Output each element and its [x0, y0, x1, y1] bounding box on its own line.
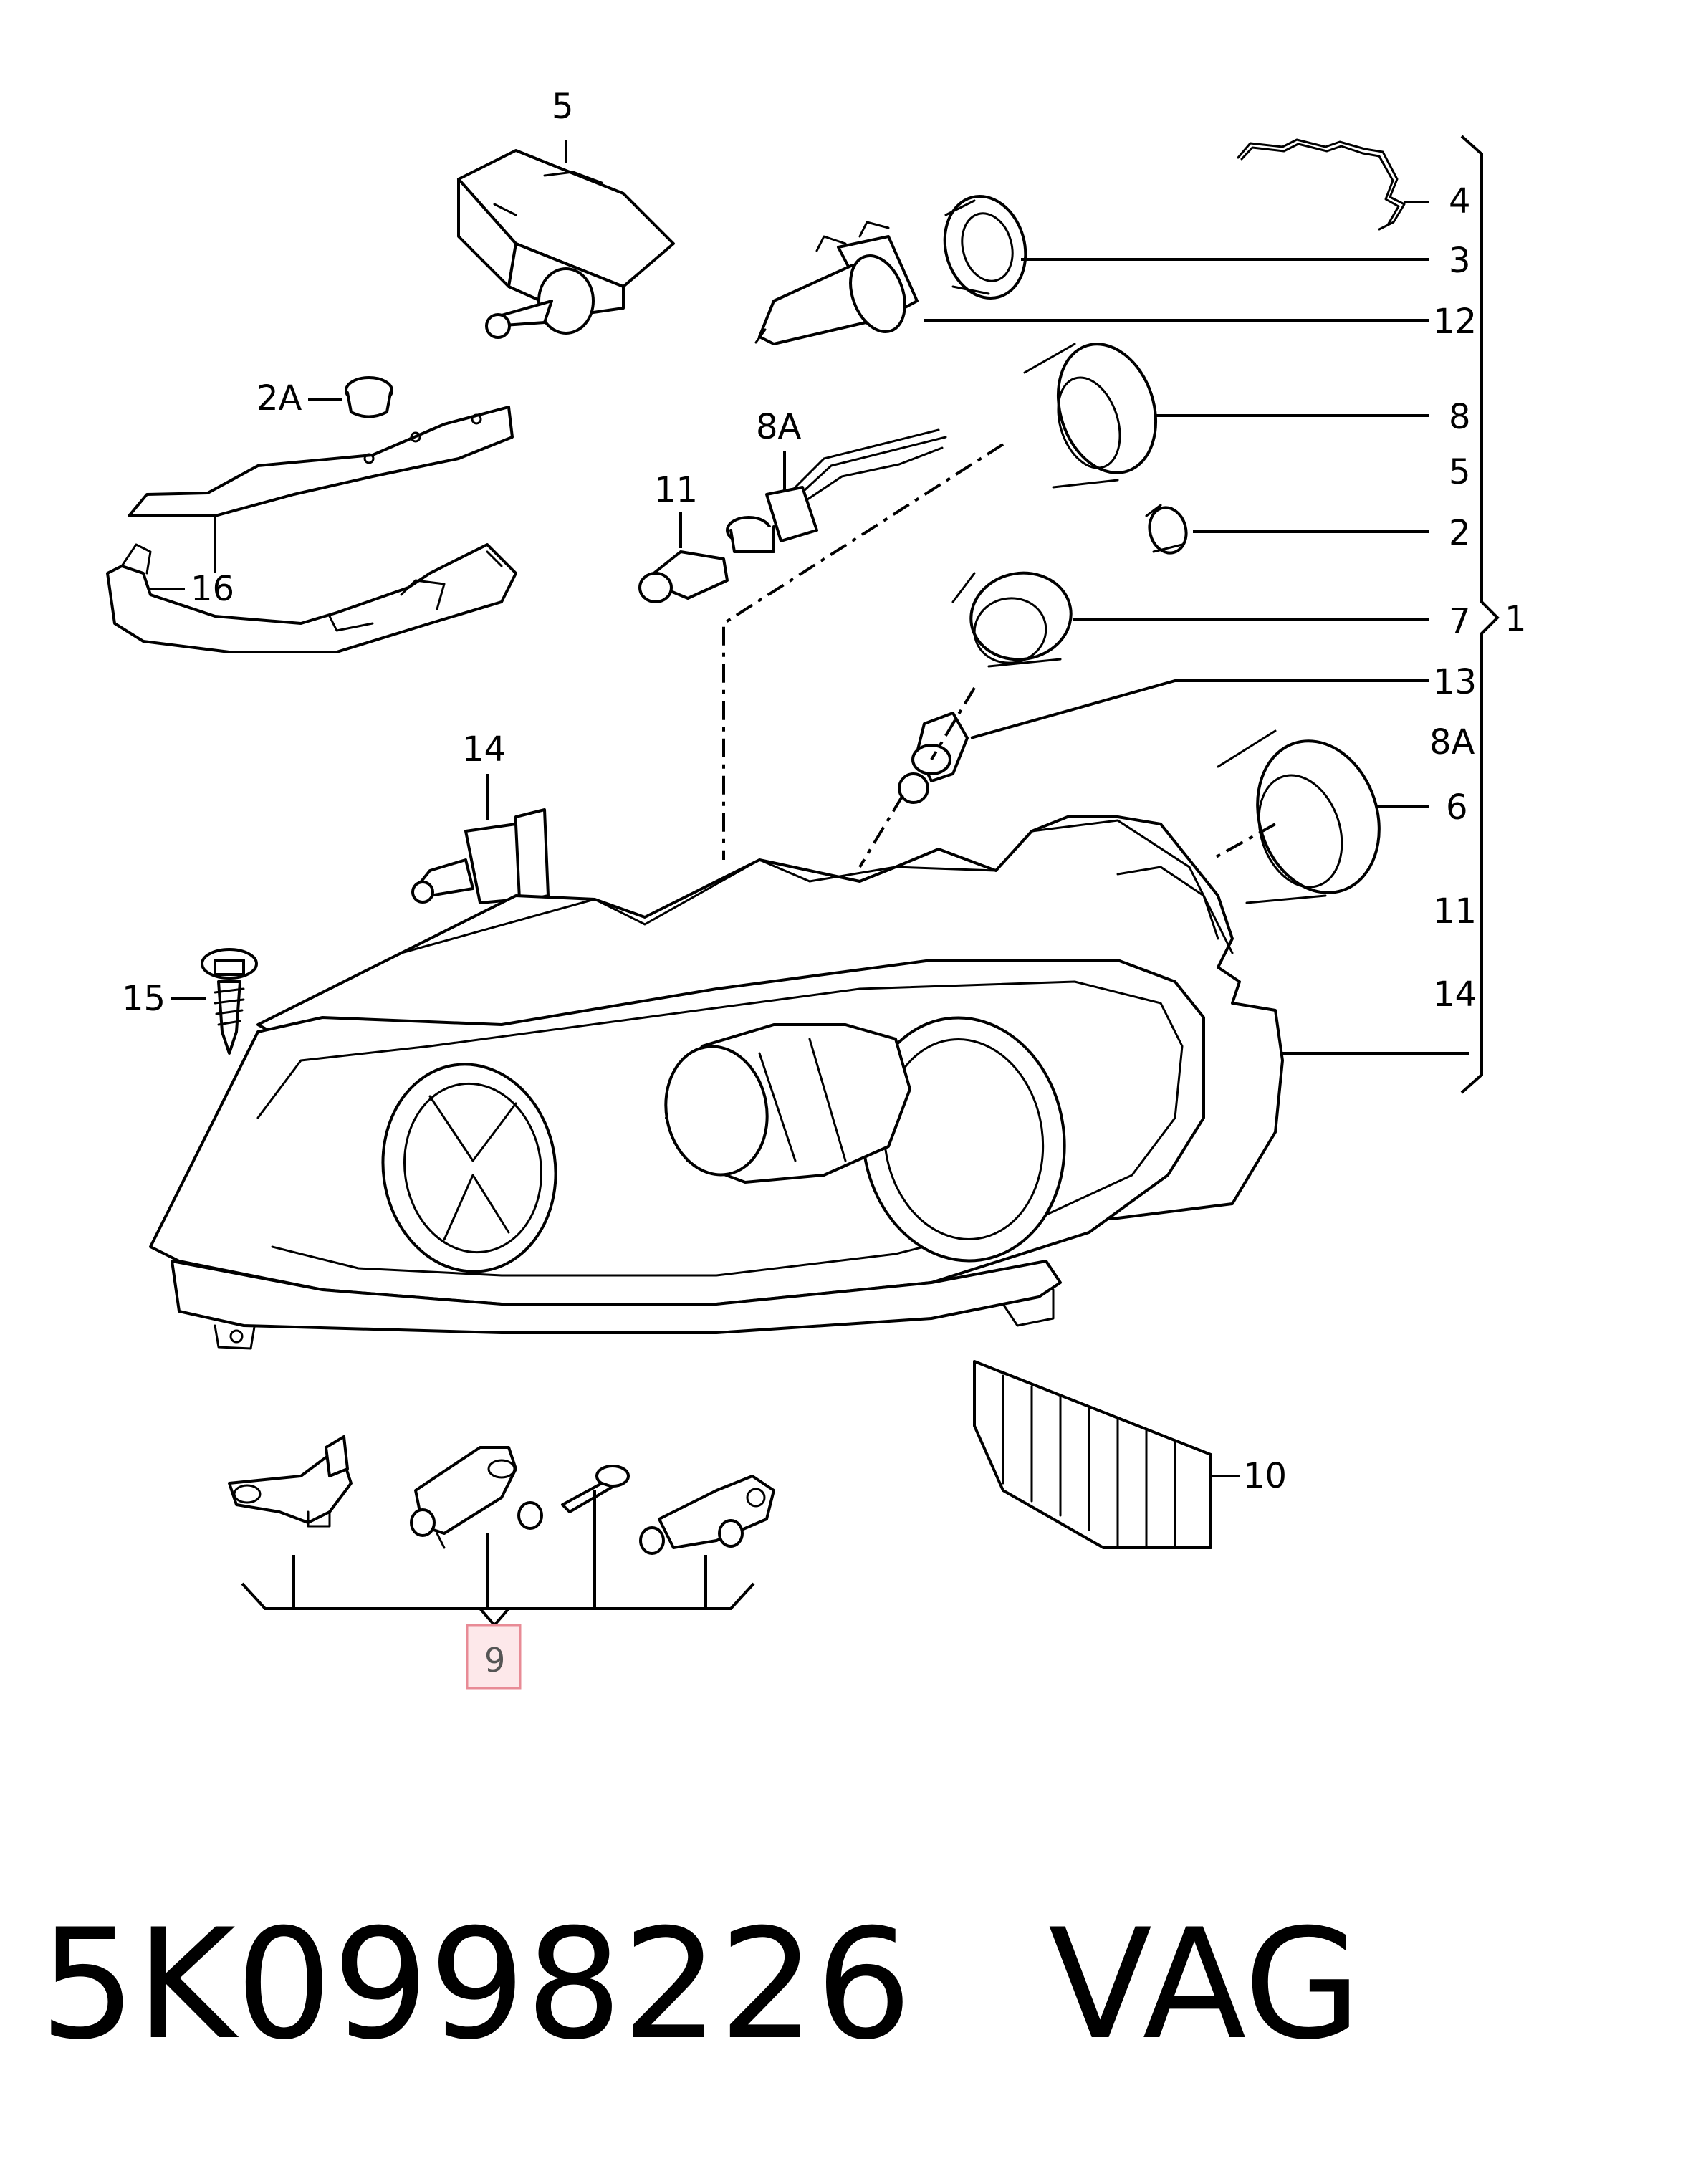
part-2A-plug: [308, 376, 393, 418]
callout-11-right: 11: [1433, 891, 1477, 931]
callout-4: 4: [1449, 181, 1471, 221]
callout-3: 3: [1449, 241, 1471, 281]
brand-name: VAG: [1048, 1896, 1362, 2073]
part-7-ring: [951, 571, 1429, 668]
callout-14-right: 14: [1433, 974, 1477, 1015]
headlight-housing: [149, 815, 1284, 1350]
part-9-bracket-set: [228, 1435, 775, 1628]
callout-8A-mid: 8A: [756, 407, 802, 447]
part-6-ring: [1217, 729, 1429, 904]
callout-15: 15: [122, 979, 166, 1019]
part-2-small-cap: [1145, 504, 1429, 555]
part-13-bulb: [898, 679, 1429, 804]
callout-1: 1: [1505, 599, 1527, 639]
callout-11-mid: 11: [654, 470, 698, 510]
callout-6: 6: [1446, 787, 1468, 828]
part-number-footer: 5K0998226 VAG: [39, 1892, 1616, 2078]
part-16-mounting-strip: [106, 406, 517, 653]
callout-5-right: 5: [1449, 452, 1471, 492]
part-4-wire-clip: [1237, 138, 1429, 231]
callout-7: 7: [1449, 601, 1471, 641]
callout-10: 10: [1243, 1456, 1287, 1496]
assembly-bracket: [1460, 135, 1500, 1094]
part-14-bulb-socket: [411, 774, 550, 904]
part-10-cover: [973, 1360, 1240, 1549]
part-8-ring: [1023, 343, 1429, 489]
callout-2A: 2A: [256, 378, 302, 418]
callout-8: 8: [1449, 397, 1471, 437]
part-11-small-bulb: [638, 512, 729, 603]
callout-labels: 5 2A 16 8A 11 14 15 9 10 4 3 12 8 5 2 7 …: [122, 87, 1527, 1680]
callout-14-mid: 14: [462, 729, 506, 770]
part-5-adjustment-motor: [457, 140, 675, 339]
callout-9: 9: [484, 1641, 505, 1680]
assembly-centerlines: [722, 443, 1276, 868]
callout-13: 13: [1433, 662, 1477, 702]
part-3-bulb-cap: [943, 195, 1429, 300]
callout-2: 2: [1449, 513, 1471, 553]
callout-12: 12: [1433, 302, 1477, 342]
part-number: 5K0998226: [39, 1896, 913, 2073]
part-15-screw: [171, 948, 258, 1055]
part-8A-socket: [726, 428, 947, 553]
callout-8A-right: 8A: [1429, 722, 1475, 762]
callout-5-top: 5: [552, 87, 574, 127]
part-12-bulb: [754, 221, 1429, 345]
callout-16: 16: [191, 569, 234, 609]
highlight-box-9: [466, 1624, 522, 1690]
